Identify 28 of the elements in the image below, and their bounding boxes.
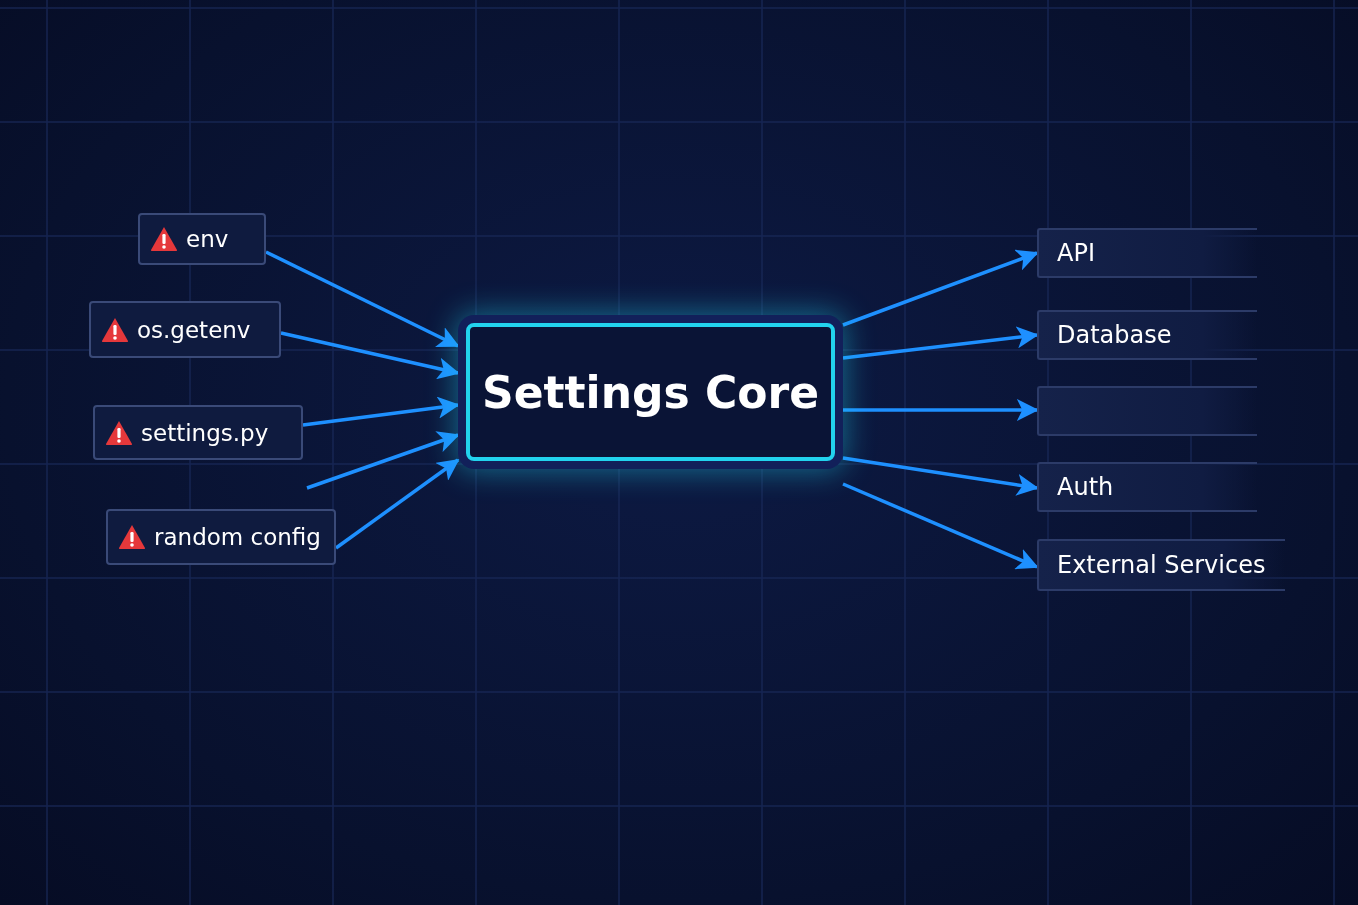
- node-label: random config: [154, 524, 321, 550]
- node-label: Settings Core: [481, 366, 820, 418]
- arrow: [334, 458, 460, 550]
- target-box: [1037, 228, 1257, 278]
- node-label: Database: [1057, 321, 1172, 349]
- arrow: [302, 396, 460, 427]
- arrow: [842, 456, 1039, 496]
- node-label: Auth: [1057, 473, 1114, 501]
- arrow: [843, 399, 1039, 421]
- source-box: [89, 301, 281, 358]
- arrow: [842, 482, 1039, 570]
- node-label: External Services: [1057, 551, 1266, 579]
- arrow: [306, 431, 460, 490]
- node-label: os.getenv: [137, 316, 251, 343]
- source-box: [106, 509, 336, 565]
- node-label: env: [186, 226, 229, 252]
- empty-box: [1037, 386, 1257, 436]
- node-label: settings.py: [141, 419, 269, 446]
- arrow: [265, 250, 460, 348]
- source-box: [93, 405, 303, 460]
- arrow: [280, 331, 460, 380]
- target-box: [1037, 310, 1257, 360]
- arrow: [842, 326, 1039, 360]
- node-label: API: [1057, 239, 1095, 267]
- arrow: [842, 249, 1039, 327]
- target-box: [1037, 539, 1285, 591]
- source-box: [138, 213, 266, 265]
- target-box: [1037, 462, 1257, 512]
